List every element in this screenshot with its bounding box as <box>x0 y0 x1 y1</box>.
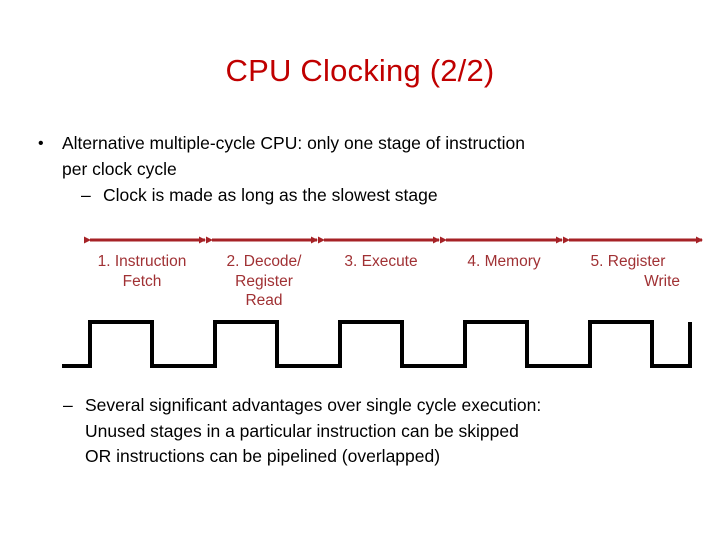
stage-1-line-1: 2. Decode/ <box>226 253 302 270</box>
stage-label-register-write: 5. Register Write <box>564 252 692 291</box>
bullet-line-1: Alternative multiple-cycle CPU: only one… <box>62 133 525 153</box>
bottom-line-2-row: Unused stages in a particular instructio… <box>63 419 703 445</box>
sub-list-item: – Several significant advantages over si… <box>63 393 703 419</box>
pipeline-stage-diagram: 1. Instruction Fetch 2. Decode/ Register… <box>0 228 720 320</box>
bottom-line-3-row: OR instructions can be pipelined (overla… <box>63 444 703 470</box>
stage-4-line-2: Write <box>644 272 680 290</box>
bottom-line-1: Several significant advantages over sing… <box>85 395 542 415</box>
stage-label-decode-register-read: 2. Decode/ Register Read <box>204 252 324 311</box>
bottom-line-3: OR instructions can be pipelined (overla… <box>85 446 441 466</box>
stage-1-line-2: Register <box>235 272 293 290</box>
list-item: • Alternative multiple-cycle CPU: only o… <box>38 131 688 157</box>
sub-bullet-line-1: Clock is made as long as the slowest sta… <box>103 185 438 205</box>
stage-label-execute: 3. Execute <box>320 252 442 272</box>
clock-waveform-path <box>62 320 692 368</box>
stage-4-line-1: 5. Register <box>590 253 666 270</box>
stage-0-line-2: Fetch <box>122 272 162 290</box>
dash-bullet-icon: – <box>81 185 91 205</box>
dash-bullet-icon: – <box>63 395 73 415</box>
bullet-list-top: • Alternative multiple-cycle CPU: only o… <box>38 131 688 209</box>
bullet-list-bottom: – Several significant advantages over si… <box>63 392 703 470</box>
bullet-line-2: per clock cycle <box>62 158 177 179</box>
stage-0-line-1: 1. Instruction <box>97 253 187 270</box>
bottom-line-2: Unused stages in a particular instructio… <box>85 420 519 441</box>
stage-1-line-3: Read <box>245 292 283 309</box>
stage-2-line-1: 3. Execute <box>344 253 418 270</box>
bullet-dot-icon: • <box>38 135 44 152</box>
page-title: CPU Clocking (2/2) <box>225 53 495 88</box>
stage-3-line-1: 4. Memory <box>467 253 541 270</box>
stage-label-instruction-fetch: 1. Instruction Fetch <box>74 252 210 291</box>
list-item-continuation: per clock cycle <box>38 157 688 183</box>
sub-list-item: – Clock is made as long as the slowest s… <box>38 183 688 209</box>
stage-arrow-row <box>84 236 703 244</box>
clock-waveform <box>62 320 692 368</box>
stage-label-memory: 4. Memory <box>442 252 566 272</box>
